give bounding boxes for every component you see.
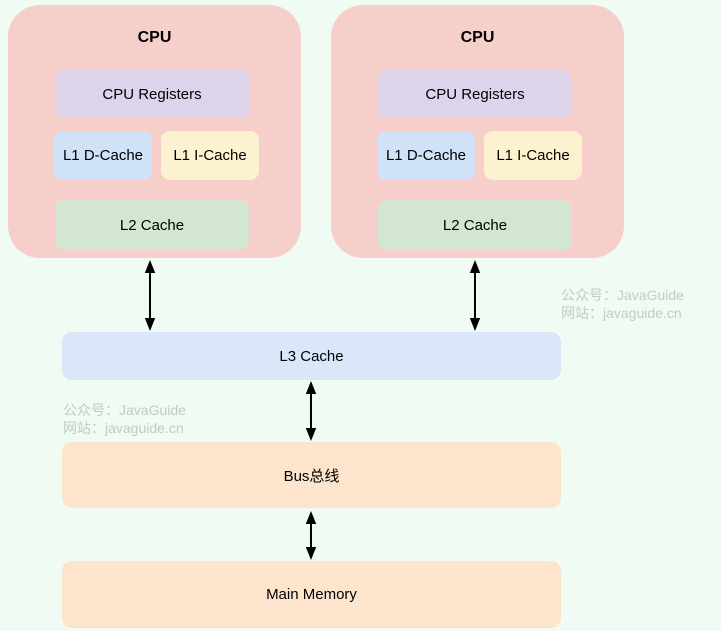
l1-dcache-box: L1 D-Cache (54, 131, 152, 180)
cpu-block-1: CPU CPU Registers L1 D-Cache L1 I-Cache … (8, 5, 301, 258)
l1-dcache-box: L1 D-Cache (377, 131, 475, 180)
l2-cache-box: L2 Cache (378, 200, 572, 250)
cpu-block-2: CPU CPU Registers L1 D-Cache L1 I-Cache … (331, 5, 624, 258)
double-arrow-cpu1-l3-icon (144, 260, 156, 331)
cpu-title: CPU (460, 29, 495, 46)
l1-icache-box: L1 I-Cache (161, 131, 259, 180)
main-memory-bar: Main Memory (62, 561, 561, 628)
l1-icache-box: L1 I-Cache (484, 131, 582, 180)
double-arrow-bus-memory-icon (305, 511, 317, 560)
l3-cache-bar: L3 Cache (62, 332, 561, 380)
watermark-line: 公众号：JavaGuide (561, 287, 684, 303)
watermark-right: 公众号：JavaGuide 网站：javaguide.cn (561, 286, 684, 322)
watermark-line: 网站：javaguide.cn (63, 420, 184, 436)
double-arrow-cpu2-l3-icon (469, 260, 481, 331)
cpu-registers-box: CPU Registers (378, 70, 572, 118)
l2-cache-box: L2 Cache (55, 200, 249, 250)
cpu-registers-box: CPU Registers (55, 70, 249, 118)
double-arrow-l3-bus-icon (305, 381, 317, 441)
watermark-line: 网站：javaguide.cn (561, 305, 682, 321)
watermark-line: 公众号：JavaGuide (63, 402, 186, 418)
watermark-left: 公众号：JavaGuide 网站：javaguide.cn (63, 401, 186, 437)
bus-bar: Bus总线 (62, 442, 561, 508)
cpu-title: CPU (137, 29, 172, 46)
